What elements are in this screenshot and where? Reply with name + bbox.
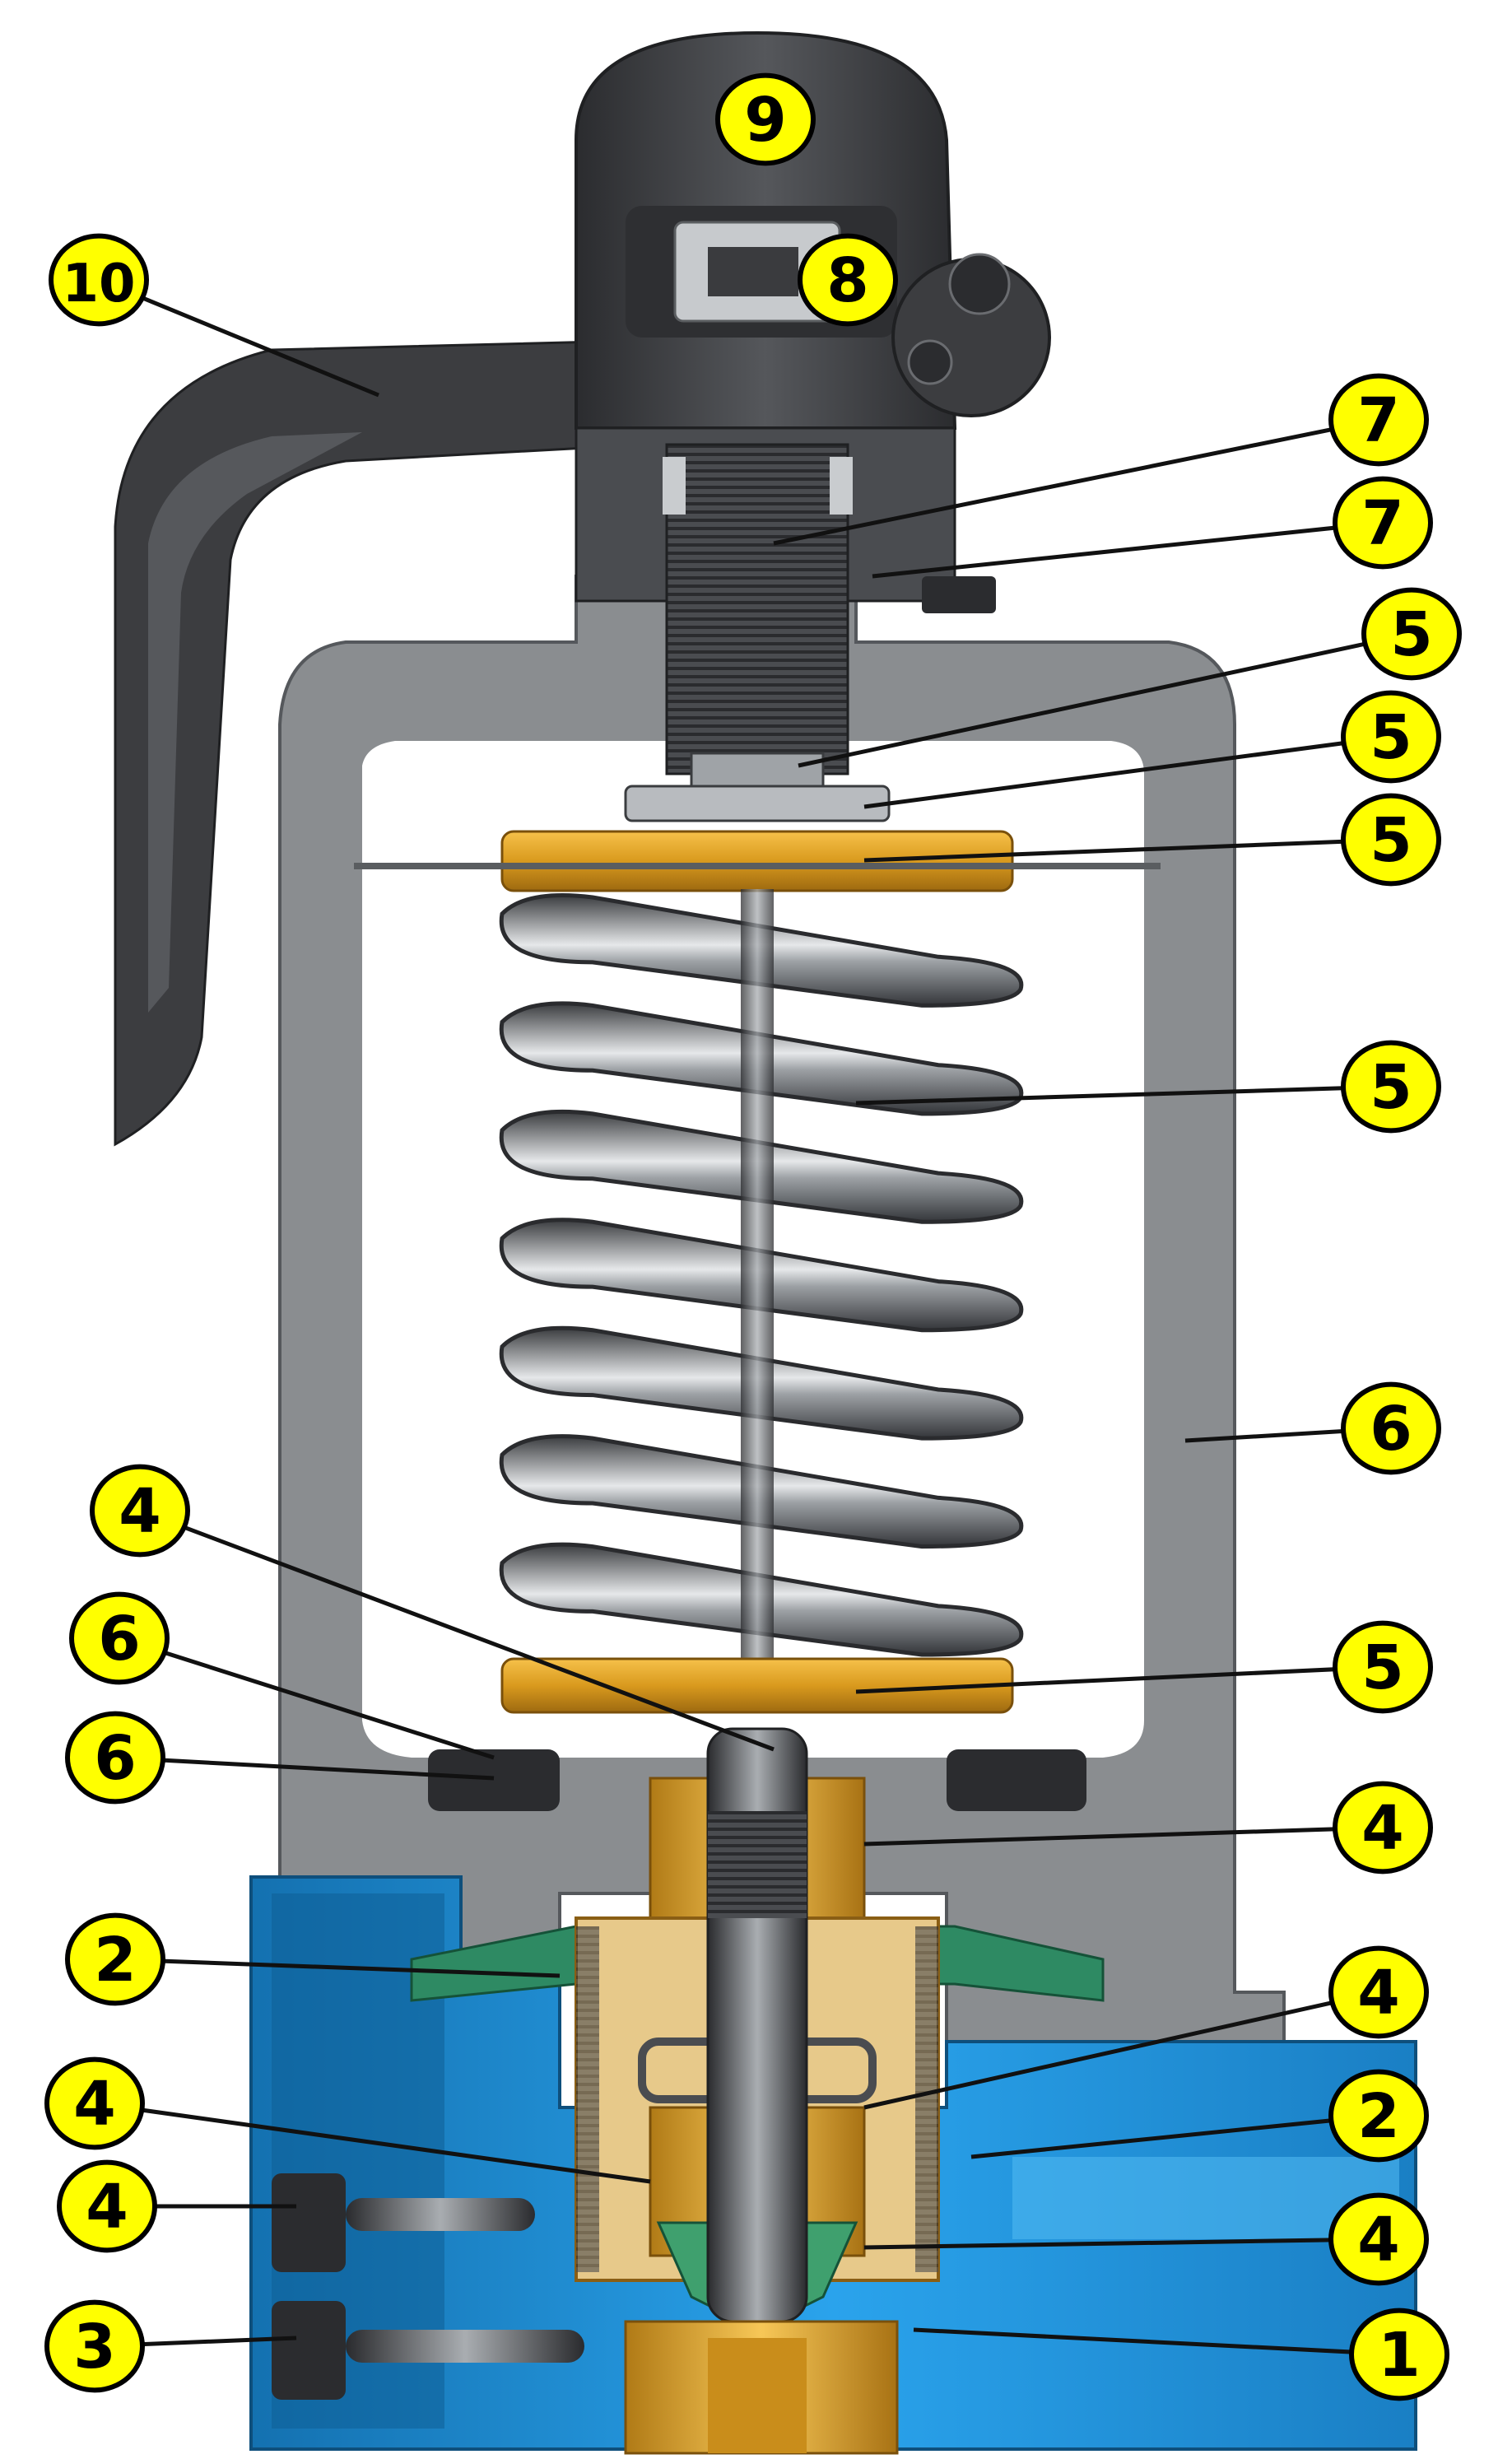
callout-number: 10 [62,254,135,314]
callout-6c: 6 [67,1714,163,1802]
callout-4d: 4 [47,2060,142,2148]
callout-2b: 2 [1331,2072,1426,2160]
callout-4e: 4 [59,2163,155,2251]
callout-number: 7 [1361,488,1404,559]
guide-cage-thread-right [915,1926,938,2272]
callout-number: 8 [826,245,869,316]
callout-number: 5 [1370,1052,1412,1123]
ring-pin-head-upper [272,2173,346,2272]
guide-cage-thread-left [576,1926,599,2272]
callout-4c: 4 [1331,1949,1426,2037]
callout-number: 5 [1390,599,1433,670]
callout-5c: 5 [1343,796,1439,884]
screw-washer-right [830,457,853,515]
ring-pin-lower [346,2330,584,2363]
callout-5a: 5 [1364,590,1459,678]
yoke-lug-right [947,1749,1086,1811]
callout-number: 5 [1370,805,1412,876]
callout-7b: 7 [1335,479,1431,567]
callout-4f: 4 [1331,2196,1426,2284]
ring-pin-upper [346,2198,535,2231]
lock-screw [922,576,996,613]
thrust-bearing [626,786,889,821]
callout-10: 10 [51,236,147,324]
callout-number: 5 [1361,1632,1404,1703]
screw-washer-left [663,457,686,515]
callout-5d: 5 [1343,1043,1439,1131]
callout-number: 2 [94,1925,137,1996]
callout-number: 4 [1361,1793,1404,1864]
callout-6b: 6 [72,1595,167,1683]
ring-pin-head-lower [272,2301,346,2400]
yoke-lug-left [428,1749,560,1811]
spring-plate-rod [354,863,1161,869]
callout-2a: 2 [67,1916,163,2004]
callout-number: 5 [1370,702,1412,773]
callout-number: 4 [119,1476,161,1547]
callout-number: 4 [73,2069,116,2140]
callout-number: 4 [1357,2205,1400,2275]
lever-pin [950,254,1009,314]
callout-number: 6 [1370,1394,1412,1465]
callout-7a: 7 [1331,376,1426,464]
nozzle-bore [708,2338,807,2453]
callout-number: 4 [1357,1958,1400,2028]
callout-5b: 5 [1343,693,1439,781]
callout-1: 1 [1351,2311,1447,2399]
lower-spring-plate [502,1659,1012,1712]
stem-collar [691,753,823,786]
callout-number: 6 [98,1604,141,1674]
lever-pin-2 [909,341,951,384]
callout-6a: 6 [1343,1385,1439,1473]
callout-number: 6 [94,1723,137,1794]
callout-number: 7 [1357,385,1400,456]
callout-5e: 5 [1335,1623,1431,1712]
callout-number: 9 [744,85,787,156]
callout-number: 3 [73,2312,116,2382]
spindle-thread [708,1811,807,1918]
spindle [741,889,774,1712]
callout-4b: 4 [1335,1784,1431,1872]
callout-4a: 4 [92,1467,188,1555]
lock-nut-hole [708,247,798,296]
callout-8: 8 [800,236,896,324]
callout-number: 1 [1378,2320,1421,2391]
upper-spring-plate [502,831,1012,891]
callout-number: 4 [86,2172,128,2242]
adjusting-screw [667,445,848,774]
callout-3: 3 [47,2303,142,2391]
callout-number: 2 [1357,2081,1400,2152]
callout-9: 9 [718,76,813,164]
